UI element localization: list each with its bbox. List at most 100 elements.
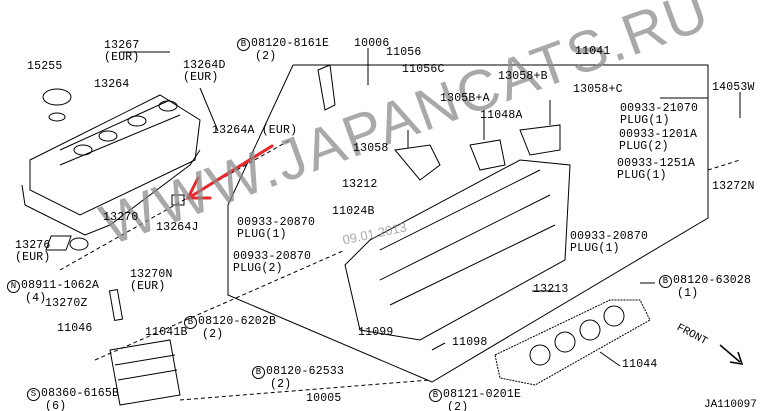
head-gasket	[494, 299, 651, 386]
grommet-13270N	[45, 235, 72, 251]
bracket-10006	[317, 64, 336, 111]
part-label-13058C[interactable]: 13058+C	[573, 83, 623, 96]
part-code: 13270N	[130, 268, 173, 281]
part-code: 08120-8161E	[251, 37, 330, 50]
part-label-10006[interactable]: 10006	[354, 37, 390, 50]
part-qty: (4)	[25, 292, 47, 305]
n-circle-icon: N	[7, 280, 20, 293]
part-code: 00933-20870	[237, 216, 316, 229]
part-label-13264J[interactable]: 13264J	[156, 221, 199, 234]
part-label-11041B[interactable]: 11041B	[145, 326, 188, 339]
part-label-13058A[interactable]: 1305B+A	[440, 92, 490, 105]
part-label-14053W[interactable]: 14053W	[712, 81, 755, 94]
b-circle-icon: B	[429, 389, 442, 402]
part-code: 08120-6202B	[198, 315, 277, 328]
part-note: PLUG(2)	[619, 140, 669, 153]
oil-filler-cap	[42, 88, 72, 106]
part-label-11056C[interactable]: 11056C	[402, 63, 445, 76]
b-circle-icon: B	[659, 275, 672, 288]
part-note: (EUR)	[104, 51, 140, 64]
part-note: PLUG(1)	[237, 228, 287, 241]
part-label-13058[interactable]: 13058	[353, 142, 389, 155]
part-label-13264[interactable]: 13264	[94, 78, 130, 91]
part-code: 13276	[15, 239, 51, 252]
part-label-13270Z[interactable]: 13270Z	[45, 297, 88, 310]
part-label-11041[interactable]: 11041	[575, 45, 611, 58]
part-code: 00933-1201A	[619, 128, 698, 141]
part-code: 00933-20870	[233, 250, 312, 263]
part-qty: (2)	[255, 50, 277, 63]
part-label-13272N[interactable]: 13272N	[712, 180, 755, 193]
part-label-11099[interactable]: 11099	[358, 326, 394, 339]
b-circle-icon: B	[184, 316, 197, 329]
part-code: 08360-6165B	[41, 387, 120, 400]
part-note: PLUG(2)	[233, 262, 283, 275]
part-label-15255[interactable]: 15255	[27, 60, 63, 73]
part-label-11098[interactable]: 11098	[452, 336, 488, 349]
part-code: 08120-63028	[673, 274, 752, 287]
part-label-13058B[interactable]: 13058+B	[498, 70, 548, 83]
part-label-11044[interactable]: 11044	[622, 358, 658, 371]
part-note: PLUG(1)	[570, 242, 620, 255]
camshaft-bracket	[394, 124, 561, 181]
part-qty: (2)	[202, 328, 224, 341]
dipstick-tube	[108, 288, 124, 322]
part-code: 08911-1062A	[21, 279, 100, 292]
part-note: (EUR)	[15, 251, 51, 264]
part-label-13270N[interactable]: 13270N(EUR)	[130, 269, 173, 293]
part-qty: (2)	[447, 401, 469, 411]
part-note: PLUG(1)	[620, 114, 670, 127]
part-label-13264A[interactable]: 13264A (EUR)	[212, 124, 298, 137]
cylinder-head	[344, 159, 571, 341]
part-code: 00933-21070	[620, 102, 699, 115]
valve-cover	[29, 94, 201, 216]
part-code: 08120-62533	[266, 365, 345, 378]
part-label-10005[interactable]: 10005	[306, 392, 342, 405]
part-label-11056[interactable]: 11056	[386, 46, 422, 59]
front-cover	[109, 339, 181, 406]
assembly-boundary	[227, 64, 709, 383]
part-note: (EUR)	[130, 280, 166, 293]
part-note: PLUG(1)	[617, 169, 667, 182]
part-code: 13267	[104, 39, 140, 52]
part-code: 00933-20870	[570, 230, 649, 243]
red-pointer-arrow	[185, 144, 274, 200]
front-arrow-icon	[719, 344, 744, 365]
b-circle-icon: B	[237, 38, 250, 51]
part-qty: (1)	[677, 287, 699, 300]
b-circle-icon: B	[252, 366, 265, 379]
seal-13276	[69, 237, 89, 251]
part-label-13213[interactable]: 13213	[533, 283, 569, 296]
part-label-11048A[interactable]: 11048A	[480, 109, 523, 122]
part-label-13212[interactable]: 13212	[342, 178, 378, 191]
part-code: 00933-1251A	[617, 157, 696, 170]
diagram-code: JA110097	[704, 399, 757, 411]
s-circle-icon: S	[27, 388, 40, 401]
part-qty: (6)	[45, 400, 67, 411]
part-code: 08121-0201E	[443, 388, 522, 401]
part-label-13276[interactable]: 13276(EUR)	[15, 240, 51, 264]
part-label-11024B[interactable]: 11024B	[332, 205, 375, 218]
part-qty: (2)	[270, 378, 292, 391]
part-label-11046[interactable]: 11046	[57, 322, 93, 335]
part-label-13267[interactable]: 13267(EUR)	[104, 40, 140, 64]
valve-cover-gasket	[21, 149, 201, 236]
part-code: 13264D	[183, 59, 226, 72]
part-label-13264D[interactable]: 13264D(EUR)	[183, 60, 226, 84]
part-label-13270[interactable]: 13270	[103, 211, 139, 224]
